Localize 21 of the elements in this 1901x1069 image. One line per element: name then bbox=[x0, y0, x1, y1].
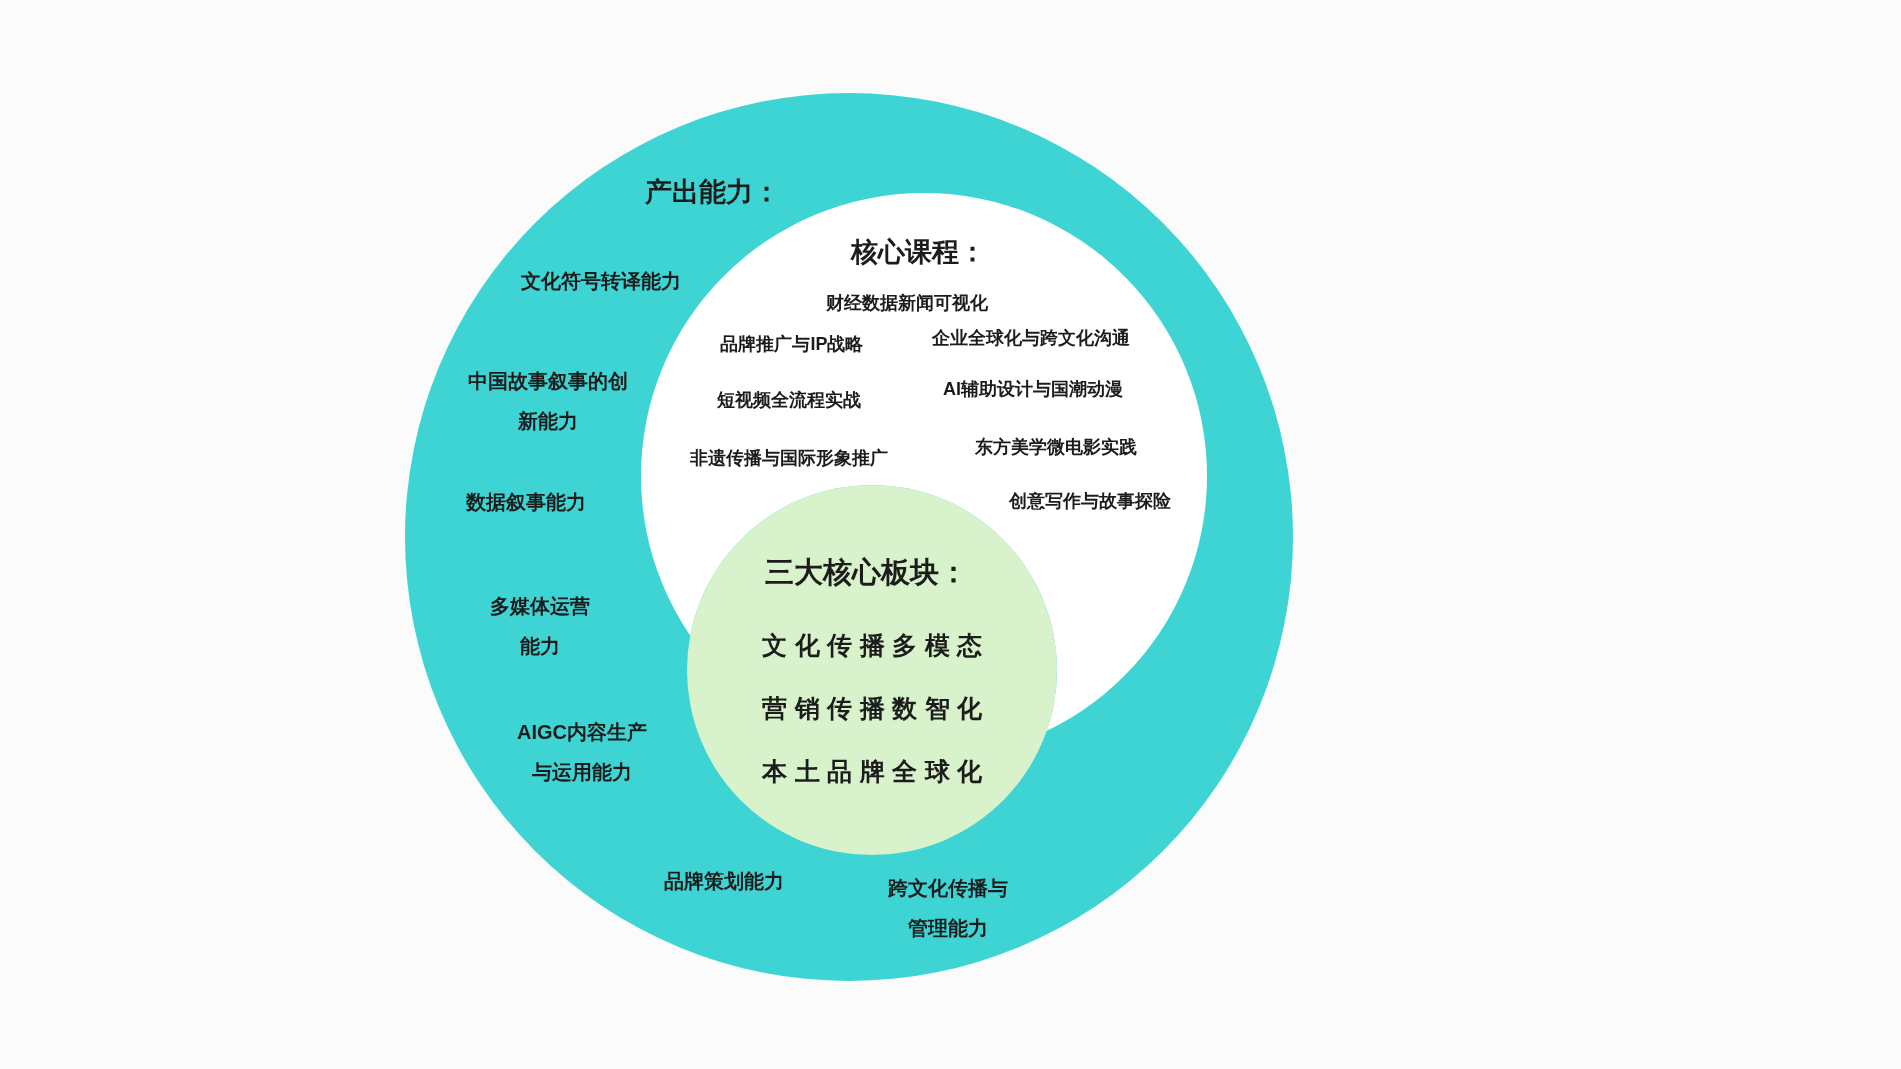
ability-label: 数据叙事能力 bbox=[466, 490, 586, 515]
course-label: 创意写作与故事探险 bbox=[1009, 489, 1171, 513]
ability-label: 中国故事叙事的创新能力 bbox=[467, 369, 629, 434]
ability-label: 品牌策划能力 bbox=[664, 869, 784, 894]
course-label: 东方美学微电影实践 bbox=[975, 435, 1137, 459]
heading: 核心课程： bbox=[850, 235, 986, 269]
ability-label: 跨文化传播与管理能力 bbox=[887, 876, 1009, 941]
ability-label: AIGC内容生产与运用能力 bbox=[516, 720, 648, 785]
course-label: 短视频全流程实战 bbox=[717, 388, 861, 412]
course-label: AI辅助设计与国潮动漫 bbox=[943, 377, 1123, 401]
ability-label: 文化符号转译能力 bbox=[521, 269, 681, 294]
course-label: 财经数据新闻可视化 bbox=[826, 291, 988, 315]
course-label: 非遗传播与国际形象推广 bbox=[690, 446, 888, 470]
heading: 产出能力： bbox=[644, 175, 780, 209]
module-label: 营销传播数智化 bbox=[762, 693, 990, 725]
module-label: 文化传播多模态 bbox=[762, 630, 990, 662]
heading: 三大核心板块： bbox=[764, 555, 968, 591]
course-label: 品牌推广与IP战略 bbox=[720, 332, 864, 356]
ability-label: 多媒体运营能力 bbox=[489, 594, 591, 659]
module-label: 本土品牌全球化 bbox=[762, 756, 990, 788]
course-label: 企业全球化与跨文化沟通 bbox=[932, 326, 1130, 350]
